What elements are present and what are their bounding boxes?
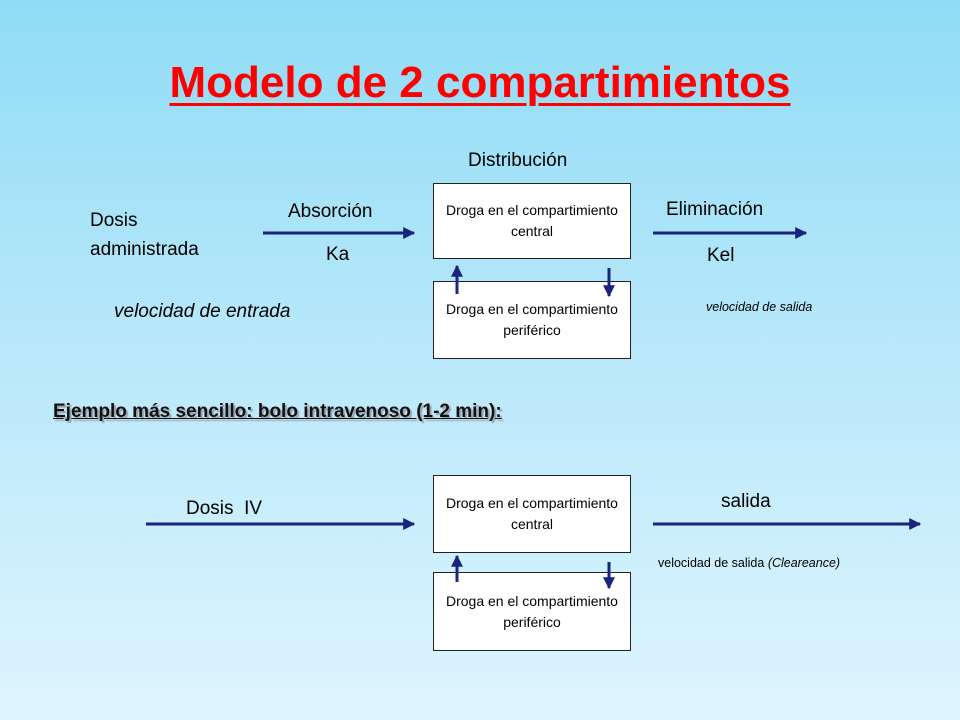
absorption-label: Absorción	[288, 201, 373, 222]
clearance-paren: (Cleareance)	[767, 556, 841, 570]
ka-label: Ka	[326, 244, 350, 265]
central-compartment-box: Droga en el compartimiento central	[433, 183, 631, 259]
central-compartment-box-2: Droga en el compartimiento central	[433, 475, 631, 553]
dose-label-line2: administrada	[90, 239, 199, 260]
page-title: Modelo de 2 compartimientos	[169, 58, 791, 107]
clearance-rate-label: velocidad de salida (Cleareance)	[658, 556, 840, 570]
dose-label-line1: Dosis	[90, 210, 138, 231]
distribution-label: Distribución	[468, 150, 568, 171]
elimination-label: Eliminación	[666, 199, 764, 220]
output-label: salida	[721, 491, 771, 512]
peripheral-compartment-box: Droga en el compartimiento periférico	[433, 281, 631, 359]
peripheral-compartment-box-2: Droga en el compartimiento periférico	[433, 572, 631, 651]
iv-dose-label: Dosis IV	[186, 498, 263, 519]
example-heading: Ejemplo más sencillo: bolo intravenoso (…	[53, 401, 502, 422]
output-rate-label: velocidad de salida	[706, 300, 813, 314]
input-rate-label: velocidad de entrada	[114, 301, 291, 322]
clearance-rate-text: velocidad de salida	[658, 556, 765, 570]
kel-label: Kel	[707, 245, 735, 266]
